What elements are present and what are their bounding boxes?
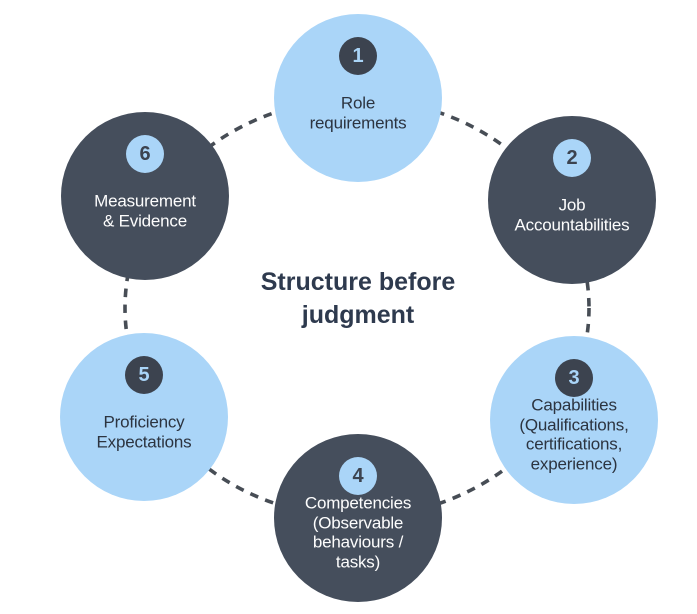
step-circle-6: 6 Measurement & Evidence [61,112,229,280]
step-number-badge-4: 4 [339,457,377,495]
step-label-2: Job Accountabilities [514,195,630,234]
step-circle-4: 4 Competencies (Observable behaviours / … [274,434,442,602]
dashed-ring-ellipse [123,97,591,519]
step-number: 4 [352,464,364,487]
diagram-title: Structure before judgment [260,268,456,329]
step-circle-1: 1 Role requirements [274,14,442,182]
step-number: 1 [352,44,364,67]
step-circle-3: 3 Capabilities (Qualifications, certific… [490,336,658,504]
step-label-4: Competencies (Observable behaviours / ta… [304,493,412,572]
step-number-badge-2: 2 [553,139,591,177]
step-label-3: Capabilities (Qualifications, certificat… [519,395,629,474]
step-number-badge-3: 3 [555,359,593,397]
step-circle-2: 2 Job Accountabilities [488,116,656,284]
step-number: 3 [568,366,580,389]
step-label-1: Role requirements [309,93,407,132]
step-number-badge-1: 1 [339,37,377,75]
step-number: 5 [138,363,150,386]
step-number-badge-6: 6 [126,135,164,173]
step-label-6: Measurement & Evidence [94,191,196,230]
step-number-badge-5: 5 [125,356,163,394]
step-label-5: Proficiency Expectations [96,412,192,451]
step-number: 2 [566,146,578,169]
step-circle-5: 5 Proficiency Expectations [60,333,228,501]
step-number: 6 [139,142,151,165]
